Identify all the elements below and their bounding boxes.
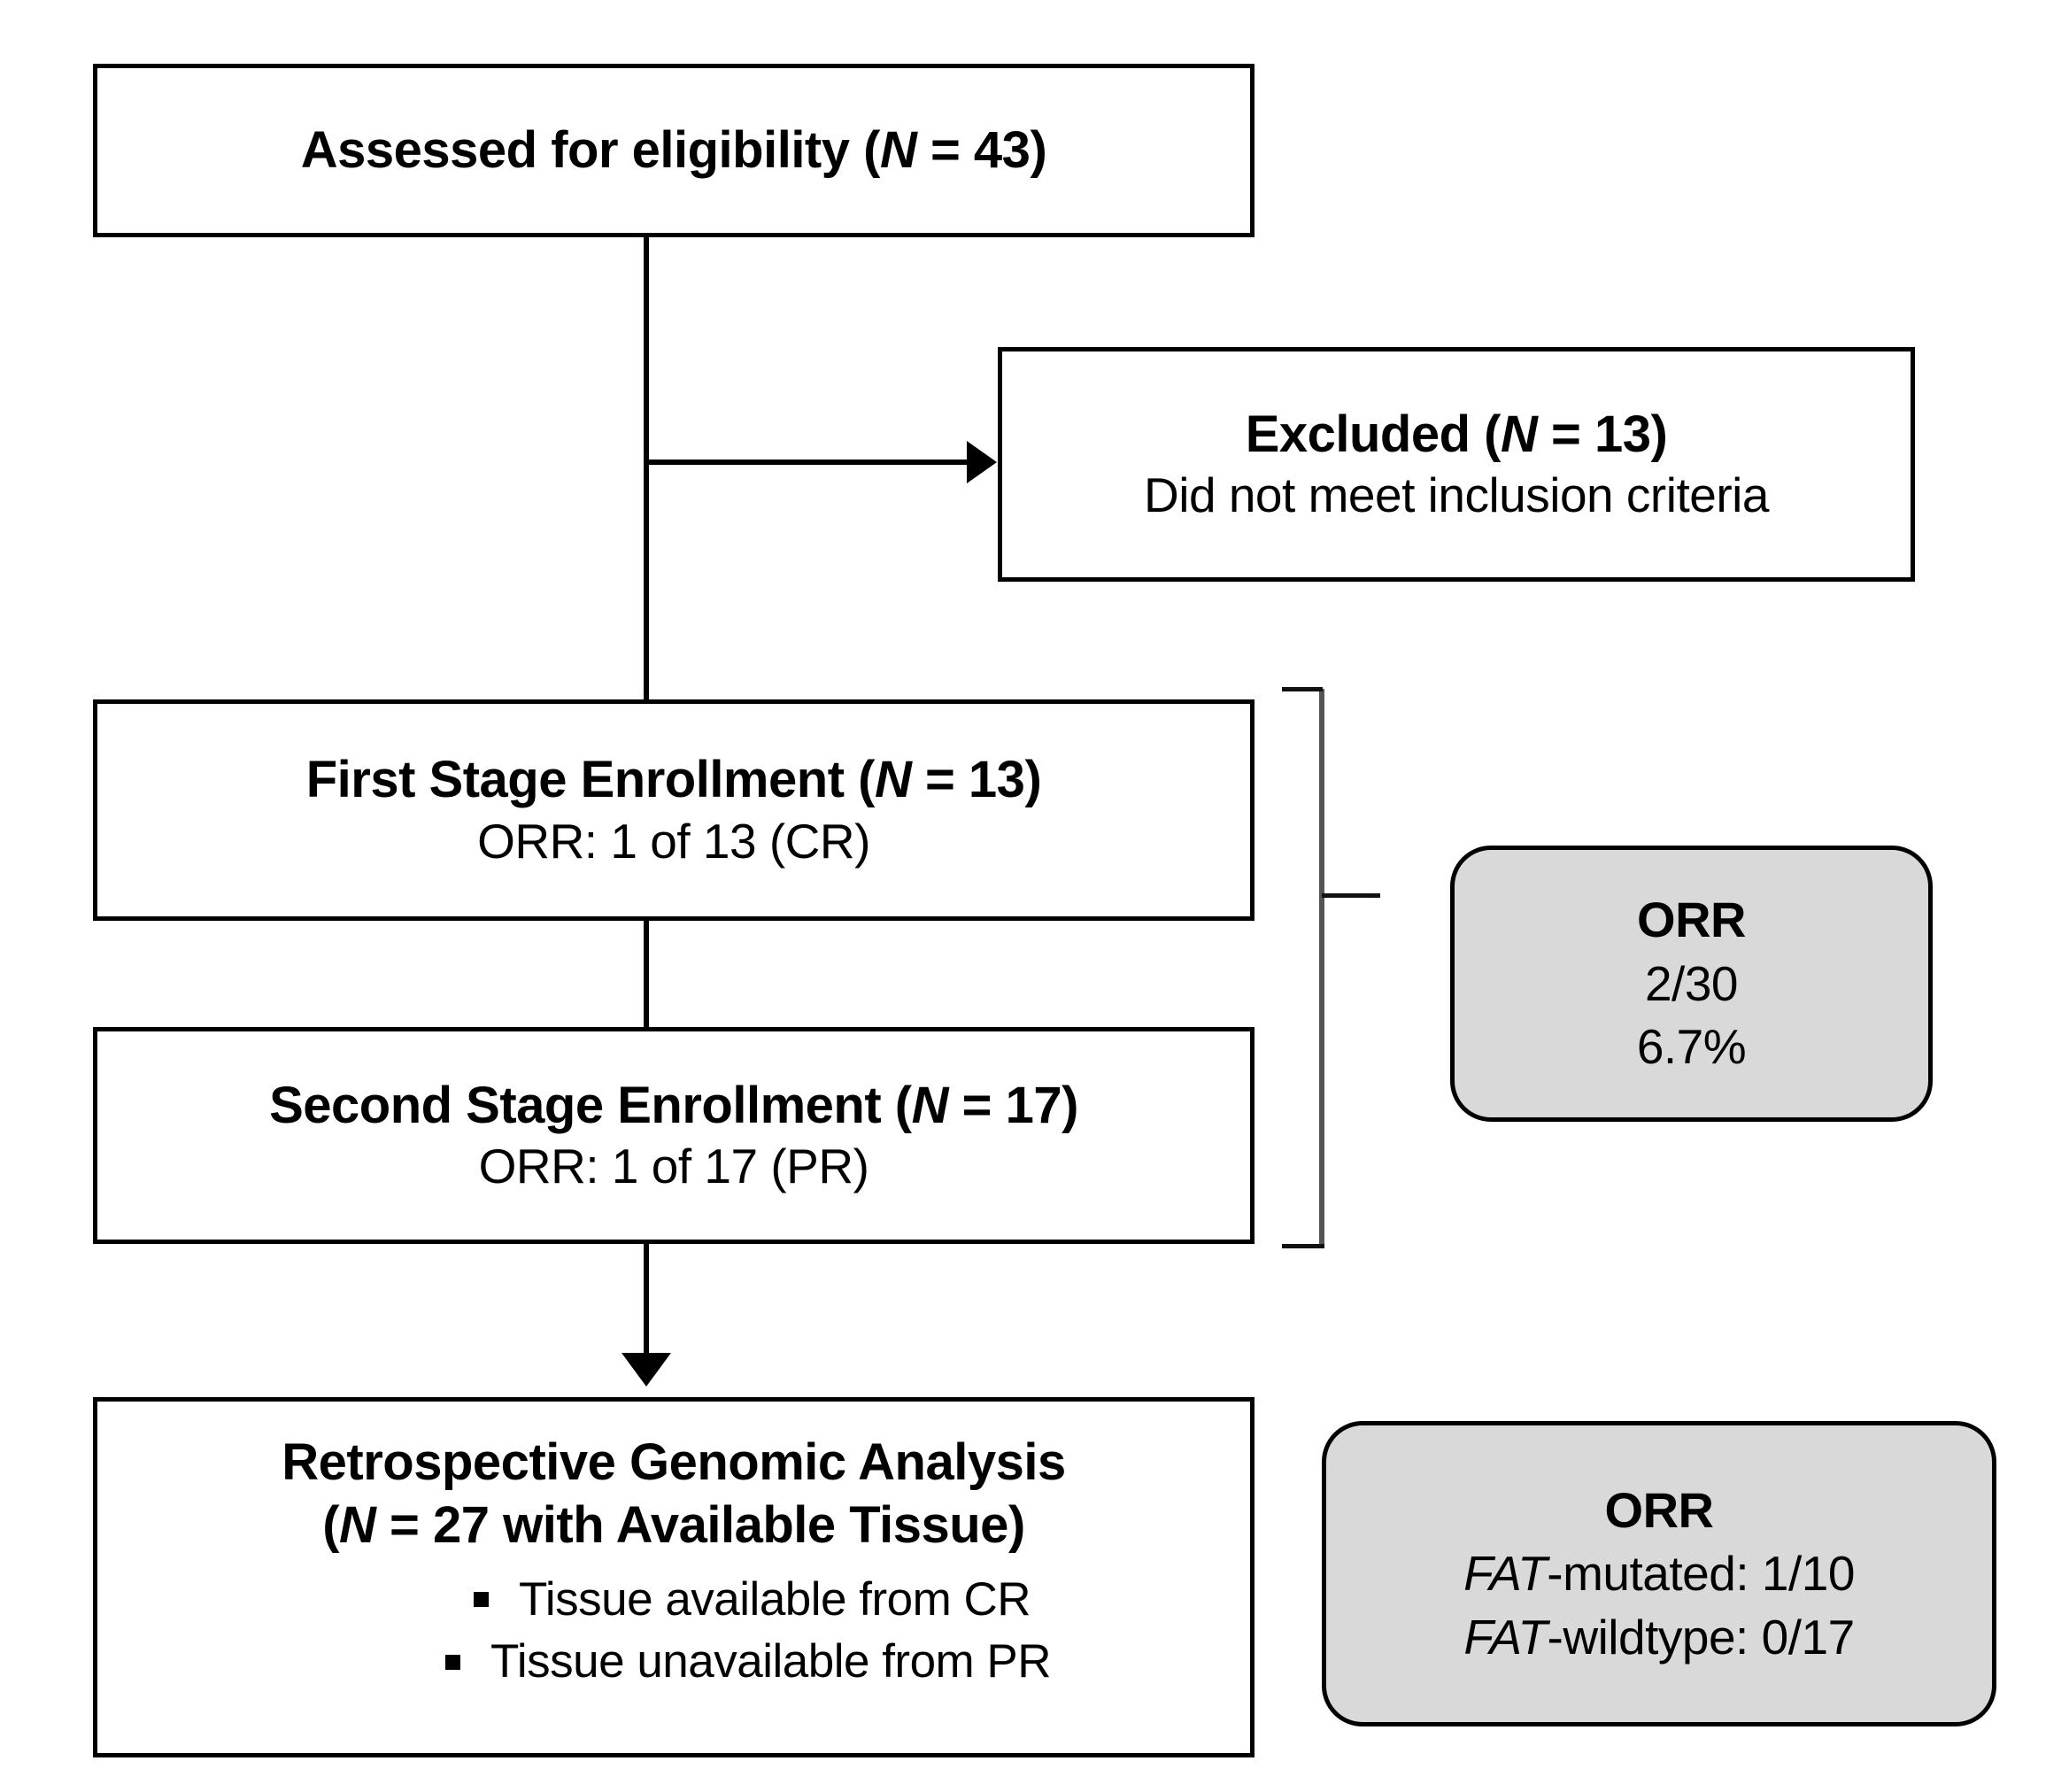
retro-bullet-list: Tissue available from CR Tissue unavaila… xyxy=(297,1566,1052,1691)
second-stage-orr: ORR: 1 of 17 (PR) xyxy=(478,1139,869,1194)
excluded-title-suffix: = 13) xyxy=(1537,405,1668,463)
second-stage-title-n: N xyxy=(911,1076,949,1134)
retro-title-line2: (N = 27 with Available Tissue) xyxy=(322,1495,1025,1557)
callout-orr-overall-heading: ORR xyxy=(1637,892,1746,948)
fat-gene-label: FAT xyxy=(1463,1609,1548,1665)
bracket-bottom-stub xyxy=(1282,1244,1324,1248)
connector-assessed-to-excluded-arrowhead xyxy=(967,441,997,483)
box-retrospective-genomic-analysis: Retrospective Genomic Analysis (N = 27 w… xyxy=(93,1397,1255,1757)
assessed-title: Assessed for eligibility (N = 43) xyxy=(301,120,1047,182)
excluded-title: Excluded (N = 13) xyxy=(1246,404,1668,467)
callout-orr-genomic: ORR FAT-mutated: 1/10 FAT-wildtype: 0/17 xyxy=(1322,1421,1996,1726)
connector-first-to-second-stage xyxy=(644,921,649,1029)
retro-title-prefix: ( xyxy=(322,1495,340,1554)
retro-bullet-1-label: Tissue available from CR xyxy=(518,1572,1031,1626)
fat-mutated-value: -mutated: 1/10 xyxy=(1547,1546,1855,1602)
assessed-title-suffix: = 43) xyxy=(916,120,1047,179)
assessed-title-prefix: Assessed for eligibility ( xyxy=(300,120,881,179)
connector-assessed-to-first-stage xyxy=(644,237,649,701)
callout-orr-genomic-wildtype: FAT-wildtype: 0/17 xyxy=(1463,1606,1856,1670)
second-stage-title-prefix: Second Stage Enrollment ( xyxy=(269,1076,912,1134)
second-stage-title-suffix: = 17) xyxy=(947,1076,1079,1134)
retro-bullet-2-label: Tissue unavailable from PR xyxy=(490,1635,1052,1688)
first-stage-title-suffix: = 13) xyxy=(911,751,1042,809)
fat-gene-label: FAT xyxy=(1463,1546,1548,1602)
excluded-reason: Did not meet inclusion criteria xyxy=(1144,467,1769,523)
square-bullet-icon xyxy=(473,1592,489,1608)
first-stage-title-prefix: First Stage Enrollment ( xyxy=(305,751,876,809)
retro-title-n: N xyxy=(339,1495,376,1554)
bracket-middle-stub xyxy=(1322,893,1380,898)
callout-orr-overall-percent: 6.7% xyxy=(1636,1019,1747,1075)
retro-title-line1: Retrospective Genomic Analysis xyxy=(282,1433,1066,1491)
assessed-title-n: N xyxy=(879,120,917,179)
bracket-top-stub xyxy=(1282,687,1323,691)
connector-second-to-retrospective-line xyxy=(644,1244,649,1355)
first-stage-title: First Stage Enrollment (N = 13) xyxy=(306,749,1042,812)
callout-orr-overall: ORR 2/30 6.7% xyxy=(1450,846,1933,1122)
callout-orr-overall-fraction: 2/30 xyxy=(1644,955,1739,1011)
callout-orr-genomic-heading: ORR xyxy=(1604,1481,1714,1538)
box-second-stage-enrollment: Second Stage Enrollment (N = 17) ORR: 1 … xyxy=(93,1027,1255,1244)
box-first-stage-enrollment: First Stage Enrollment (N = 13) ORR: 1 o… xyxy=(93,699,1255,921)
bracket-vertical-spine xyxy=(1319,689,1324,1248)
retro-title-suffix: = 27 with Available Tissue) xyxy=(375,1495,1025,1554)
second-stage-title: Second Stage Enrollment (N = 17) xyxy=(269,1075,1078,1138)
square-bullet-icon xyxy=(444,1654,460,1670)
connector-second-to-retrospective-arrowhead xyxy=(621,1353,671,1386)
excluded-title-n: N xyxy=(1500,405,1538,463)
first-stage-title-n: N xyxy=(874,751,912,809)
list-item: Tissue unavailable from PR xyxy=(444,1634,1052,1691)
first-stage-orr: ORR: 1 of 13 (CR) xyxy=(477,813,870,869)
list-item: Tissue available from CR xyxy=(473,1572,1031,1629)
connector-assessed-to-excluded-line xyxy=(646,460,969,465)
excluded-title-prefix: Excluded ( xyxy=(1245,405,1502,463)
fat-wildtype-value: -wildtype: 0/17 xyxy=(1547,1609,1856,1665)
box-assessed-for-eligibility: Assessed for eligibility (N = 43) xyxy=(93,64,1255,237)
box-excluded: Excluded (N = 13) Did not meet inclusion… xyxy=(998,347,1915,582)
callout-orr-genomic-mutated: FAT-mutated: 1/10 xyxy=(1463,1542,1855,1606)
